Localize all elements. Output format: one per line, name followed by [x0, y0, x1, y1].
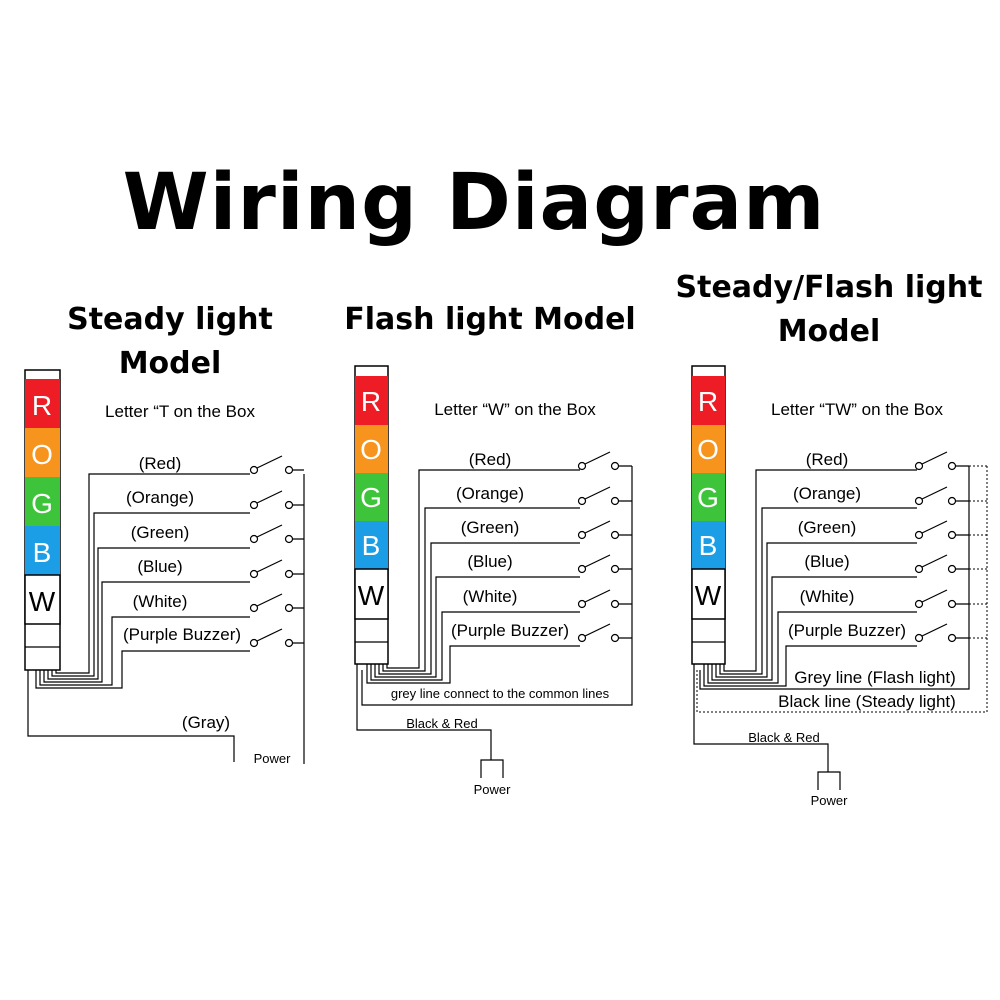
- switch-purple: [249, 628, 294, 648]
- page-title: Wiring Diagram: [122, 158, 826, 248]
- switch-green: [249, 524, 294, 544]
- svg-text:(Red): (Red): [806, 450, 849, 469]
- tower-letter-o: O: [31, 439, 53, 470]
- switch-red: [249, 455, 294, 475]
- svg-text:(Purple Buzzer): (Purple Buzzer): [788, 621, 906, 640]
- svg-text:O: O: [697, 434, 719, 465]
- svg-text:(Green): (Green): [798, 518, 857, 537]
- gray-label: (Gray): [182, 713, 230, 732]
- power-label-steady-flash: Power: [811, 793, 849, 808]
- tower-segment-blue: [25, 526, 60, 575]
- black-red-label-steady-flash: Black & Red: [748, 730, 820, 745]
- panel-title-steady: Steady light Model: [67, 302, 273, 381]
- tower-segment-orange: [25, 428, 60, 477]
- panel-title-flash: Flash light Model: [344, 302, 636, 337]
- svg-text:R: R: [361, 386, 381, 417]
- panel-steady-flash: R O G B W Letter “TW” on the Box: [691, 365, 988, 808]
- panel-steady: R O G B W Letter “T on the Box: [24, 369, 305, 766]
- svg-text:O: O: [360, 434, 382, 465]
- wires-flash: [356, 465, 633, 778]
- svg-text:B: B: [699, 530, 718, 561]
- wires-steady: [27, 469, 305, 764]
- svg-text:(White): (White): [463, 587, 518, 606]
- svg-text:(Red): (Red): [469, 450, 512, 469]
- svg-text:(White): (White): [800, 587, 855, 606]
- box-label-flash: Letter “W” on the Box: [434, 400, 596, 419]
- tower-segment-green: [25, 477, 60, 526]
- switch-blue: [249, 559, 294, 579]
- svg-text:W: W: [695, 580, 722, 611]
- svg-text:(Blue): (Blue): [467, 552, 512, 571]
- svg-text:(Orange): (Orange): [456, 484, 524, 503]
- grey-line-label: Grey line (Flash light): [794, 668, 956, 687]
- switch-orange: [249, 490, 294, 510]
- svg-text:B: B: [362, 530, 381, 561]
- svg-text:W: W: [358, 580, 385, 611]
- svg-text:(Green): (Green): [461, 518, 520, 537]
- switches-flash: [577, 451, 620, 643]
- light-tower-steady-flash: R O G B W: [691, 365, 726, 665]
- power-label-flash: Power: [474, 782, 512, 797]
- light-tower-steady: R O G B W: [24, 369, 61, 671]
- dashed-black-line: [696, 465, 988, 713]
- tower-letter-w: W: [29, 586, 56, 617]
- svg-text:G: G: [697, 482, 719, 513]
- wire-label-orange: (Orange): [126, 488, 194, 507]
- svg-text:R: R: [698, 386, 718, 417]
- tower-letter-r: R: [32, 390, 52, 421]
- power-label-steady: Power: [254, 751, 292, 766]
- wire-label-purple: (Purple Buzzer): [123, 625, 241, 644]
- switch-white: [249, 593, 294, 613]
- svg-text:G: G: [360, 482, 382, 513]
- switches-steady-flash: [914, 451, 957, 643]
- wires-steady-flash: [693, 465, 970, 790]
- tower-segment-white: [24, 574, 61, 625]
- black-red-label-flash: Black & Red: [406, 716, 478, 731]
- svg-text:(Purple Buzzer): (Purple Buzzer): [451, 621, 569, 640]
- common-label: grey line connect to the common lines: [391, 686, 610, 701]
- tower-letter-b: B: [33, 537, 52, 568]
- panel-title-steady-flash: Steady/Flash light Model: [675, 270, 983, 349]
- wire-label-red: (Red): [139, 454, 182, 473]
- wire-label-blue: (Blue): [137, 557, 182, 576]
- wire-label-green: (Green): [131, 523, 190, 542]
- wire-label-white: (White): [133, 592, 188, 611]
- tower-letter-g: G: [31, 488, 53, 519]
- black-line-label: Black line (Steady light): [778, 692, 956, 711]
- box-label-steady: Letter “T on the Box: [105, 402, 255, 421]
- panel-flash: R O G B W Letter “W” on the Box: [354, 365, 633, 797]
- light-tower-flash: R O G B W: [354, 365, 389, 665]
- tower-segment-red: [25, 379, 60, 428]
- box-label-steady-flash: Letter “TW” on the Box: [771, 400, 943, 419]
- switches-steady: [249, 455, 294, 648]
- svg-text:(Orange): (Orange): [793, 484, 861, 503]
- svg-text:(Blue): (Blue): [804, 552, 849, 571]
